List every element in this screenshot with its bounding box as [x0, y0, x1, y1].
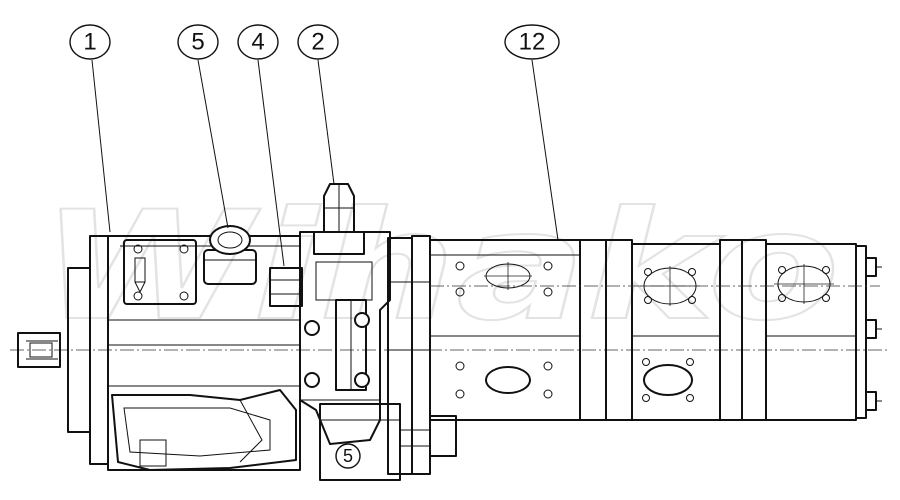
pressure-valve-hex: [313, 183, 365, 255]
port-cover-plate: [123, 239, 197, 305]
callout-leaders: [91, 59, 559, 267]
adjuster-screw: [269, 267, 303, 307]
callout-12-label: 12: [519, 29, 546, 56]
callout-1: 1: [69, 24, 111, 60]
drive-shaft: [17, 332, 61, 368]
callout-5: 5: [177, 24, 219, 60]
callout-5-label: 5: [191, 29, 204, 56]
watermark: Wihako: [40, 180, 840, 354]
callout-2: 2: [297, 24, 339, 60]
callout-12: 12: [504, 24, 560, 60]
plug-fitting: [203, 225, 257, 285]
callout-2-label: 2: [311, 29, 324, 56]
inline-marker-label: 5: [343, 446, 353, 466]
callout-4: 4: [237, 24, 279, 60]
inline-marker: 5: [335, 443, 361, 469]
end-cover: [855, 245, 882, 419]
callout-4-label: 4: [251, 29, 264, 56]
callout-1-label: 1: [83, 29, 96, 56]
